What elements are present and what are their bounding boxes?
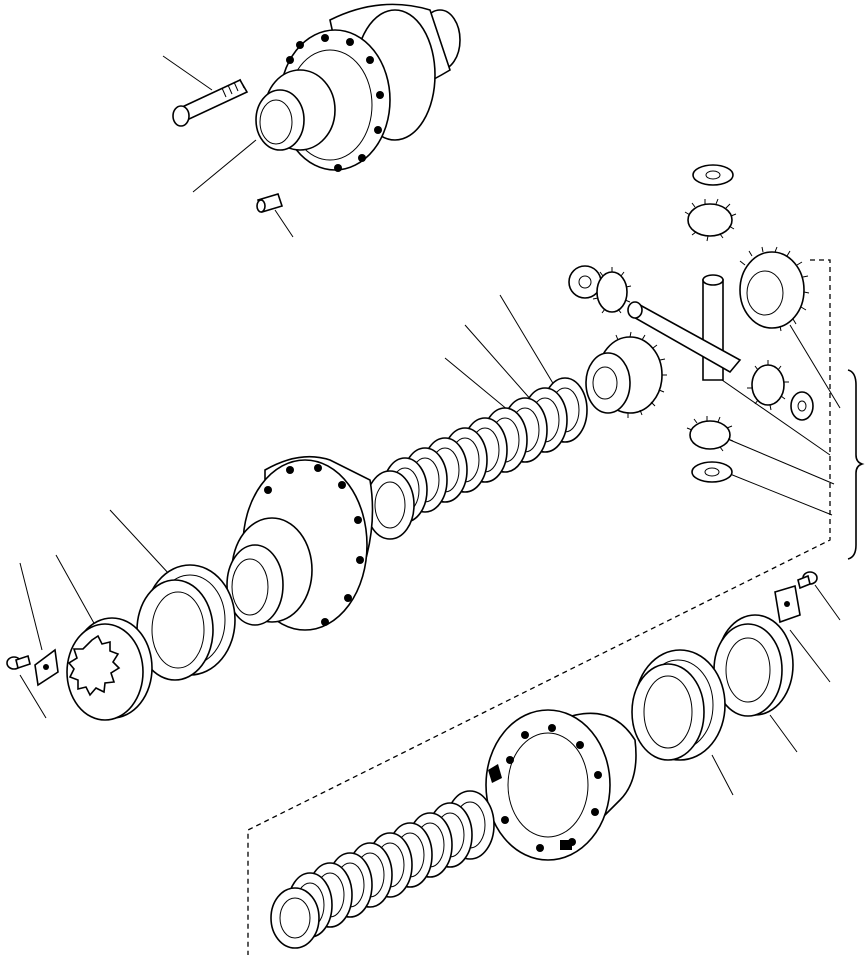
- side-gear-left: [585, 331, 667, 418]
- case-bolt: [172, 78, 249, 127]
- tapered-roller-bearing-left: [136, 564, 236, 681]
- spider-gear-set: [568, 164, 814, 483]
- differential-case-assembly: [255, 3, 461, 172]
- clutch-disc-pack-lower: [270, 790, 495, 949]
- dashed-frames: [247, 259, 831, 955]
- lock-bolt-right: [797, 571, 818, 590]
- leader-lines: [19, 55, 865, 796]
- adjusting-nut-right: [713, 614, 794, 717]
- lock-plate-right: [774, 584, 801, 624]
- lock-bolt-left: [6, 654, 31, 670]
- differential-case-half-left: [226, 455, 374, 631]
- tapered-roller-bearing-right: [631, 649, 726, 761]
- clutch-disc-pack-upper: [365, 377, 588, 540]
- adjusting-nut-left: [66, 617, 153, 721]
- lock-plate-left: [34, 648, 59, 687]
- dowel-pin: [256, 193, 284, 213]
- differential-case-half-right: [485, 709, 637, 861]
